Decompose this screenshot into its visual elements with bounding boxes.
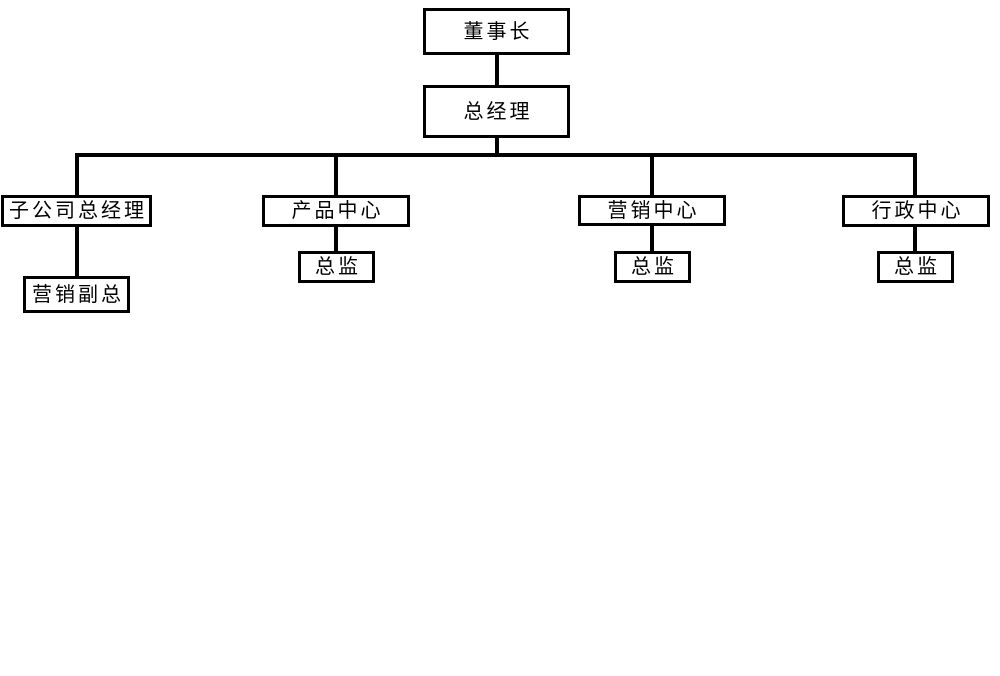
node-general-manager: 总经理: [423, 85, 570, 138]
node-marketing-vp: 营销副总: [23, 276, 130, 313]
node-admin-director: 总监: [877, 251, 954, 283]
node-admin-center: 行政中心: [842, 195, 990, 227]
node-marketing-director-label: 总监: [631, 256, 677, 278]
node-product-center: 产品中心: [262, 195, 410, 227]
node-chairman-label: 董事长: [463, 20, 533, 43]
node-admin-center-label: 行政中心: [871, 200, 964, 222]
connector-product-center-to-director: [334, 227, 338, 251]
connector-horizontal-rail: [75, 153, 917, 157]
node-marketing-center: 营销中心: [578, 195, 726, 226]
connector-subsidiary-gm-to-marketing-vp: [75, 227, 79, 276]
node-admin-director-label: 总监: [894, 256, 940, 278]
connector-rail-to-product-center: [334, 157, 338, 195]
connector-rail-to-subsidiary-gm: [75, 157, 79, 195]
connector-rail-to-admin-center: [913, 157, 917, 195]
node-marketing-vp-label: 营销副总: [32, 283, 124, 306]
node-subsidiary-gm-label: 子公司总经理: [9, 200, 147, 222]
node-product-center-label: 产品中心: [291, 200, 384, 222]
connector-admin-center-to-director: [913, 227, 917, 251]
connector-gm-stub: [495, 138, 499, 155]
node-subsidiary-gm: 子公司总经理: [1, 195, 152, 227]
connector-chairman-to-gm: [495, 55, 499, 85]
node-product-director-label: 总监: [315, 256, 361, 278]
connector-rail-to-marketing-center: [650, 157, 654, 195]
node-general-manager-label: 总经理: [463, 100, 533, 123]
node-marketing-center-label: 营销中心: [607, 199, 700, 222]
node-chairman: 董事长: [423, 8, 570, 55]
node-marketing-director: 总监: [614, 251, 691, 283]
node-product-director: 总监: [298, 251, 375, 283]
connector-marketing-center-to-director: [650, 226, 654, 251]
